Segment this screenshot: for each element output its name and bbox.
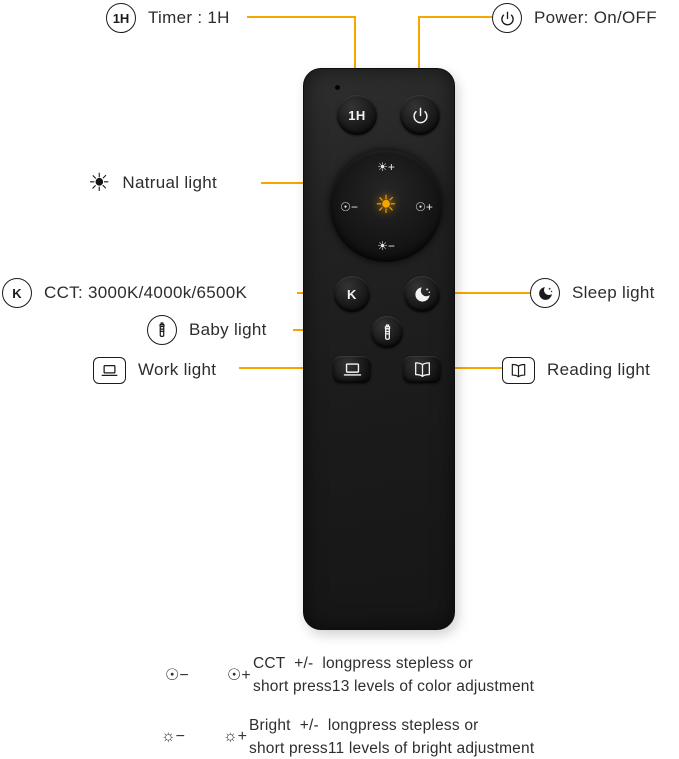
brightness-cct-dial: ☀+ ☀− ☉− ☉+ ☀: [330, 150, 442, 262]
annotation-natural-light: ☀ Natrual light: [88, 168, 217, 198]
baby-light-button: [371, 316, 403, 348]
leader-sleep-h: [441, 292, 530, 294]
sun-icon: ☀: [88, 169, 111, 197]
timer-badge-label: 1H: [112, 10, 130, 26]
timer-button: 1H: [337, 95, 377, 135]
bright-minus-icon: ☼−: [161, 728, 186, 745]
cct-badge-label: K: [12, 285, 22, 301]
power-badge: [492, 3, 522, 33]
led-indicator: [335, 85, 340, 90]
work-light-label: Work light: [138, 360, 217, 379]
legend-bright-line1: Bright +/- longpress stepless or: [249, 717, 479, 734]
cct-plus-label: ☉+: [415, 200, 433, 214]
moon-icon: [414, 286, 430, 302]
remote-control-body: 1H ☀+ ☀− ☉− ☉+ ☀ K: [303, 68, 455, 630]
cct-button-label: K: [347, 286, 357, 302]
sleep-light-button: [404, 276, 440, 312]
annotation-timer: 1H Timer : 1H: [106, 3, 230, 33]
work-light-button: [333, 356, 371, 383]
cct-plus-icon: ☉+: [227, 667, 251, 684]
brightness-up-label: ☀+: [377, 160, 395, 174]
power-icon: [412, 107, 428, 123]
baby-light-label: Baby light: [189, 320, 267, 339]
open-book-icon: [414, 362, 430, 377]
reading-light-label: Reading light: [547, 360, 651, 379]
sleep-badge: [530, 278, 560, 308]
annotation-work-light: Work light: [93, 355, 216, 385]
timer-badge: 1H: [106, 3, 136, 33]
power-button: [400, 95, 440, 135]
leader-power-h: [419, 16, 492, 18]
reading-light-button: [403, 356, 441, 383]
brightness-down-label: ☀−: [377, 239, 395, 253]
legend-cct-line2: short press13 levels of color adjustment: [253, 678, 535, 695]
natural-light-label: Natrual light: [122, 173, 218, 192]
legend-row-cct: ☉− ☉+ CCT +/- longpress stepless or shor…: [165, 652, 534, 698]
cct-button: K: [334, 276, 370, 312]
timer-button-label: 1H: [348, 107, 366, 123]
baby-bottle-icon: [159, 322, 165, 337]
leader-power-v: [418, 16, 420, 100]
work-badge: [93, 356, 126, 384]
annotation-sleep-light: Sleep light: [530, 278, 655, 308]
legend-row-bright: ☼− ☼+ Bright +/- longpress stepless or s…: [161, 714, 534, 759]
leader-reading-h: [441, 367, 503, 369]
annotation-baby-light: Baby light: [147, 315, 267, 345]
leader-timer-v: [354, 16, 356, 100]
leader-timer-h: [247, 16, 355, 18]
power-label: Power: On/OFF: [534, 8, 657, 27]
legend-cct-text: CCT +/- longpress stepless or short pres…: [253, 652, 534, 698]
annotation-cct: K CCT: 3000K/4000k/6500K: [2, 278, 247, 308]
cct-label: CCT: 3000K/4000k/6500K: [44, 283, 248, 302]
leader-work-h: [239, 367, 335, 369]
moon-icon: [538, 286, 552, 300]
laptop-icon: [343, 363, 361, 376]
power-icon: [500, 11, 514, 25]
legend-bright-text: Bright +/- longpress stepless or short p…: [249, 714, 534, 759]
annotation-power: Power: On/OFF: [492, 3, 657, 33]
legend-cct-line1: CCT +/- longpress stepless or: [253, 655, 473, 672]
legend-bright-line2: short press11 levels of bright adjustmen…: [249, 740, 535, 757]
baby-badge: [147, 315, 177, 345]
baby-bottle-icon: [384, 323, 390, 340]
open-book-icon: [511, 363, 526, 377]
annotation-reading-light: Reading light: [502, 355, 650, 385]
cct-minus-label: ☉−: [340, 200, 358, 214]
cct-badge: K: [2, 278, 32, 308]
bright-plus-icon: ☼+: [223, 728, 248, 745]
laptop-icon: [101, 364, 118, 376]
timer-label: Timer : 1H: [148, 8, 230, 27]
sleep-light-label: Sleep light: [572, 283, 655, 302]
cct-minus-icon: ☉−: [165, 667, 189, 684]
reading-badge: [502, 356, 535, 384]
sun-center-icon: ☀: [374, 191, 398, 219]
